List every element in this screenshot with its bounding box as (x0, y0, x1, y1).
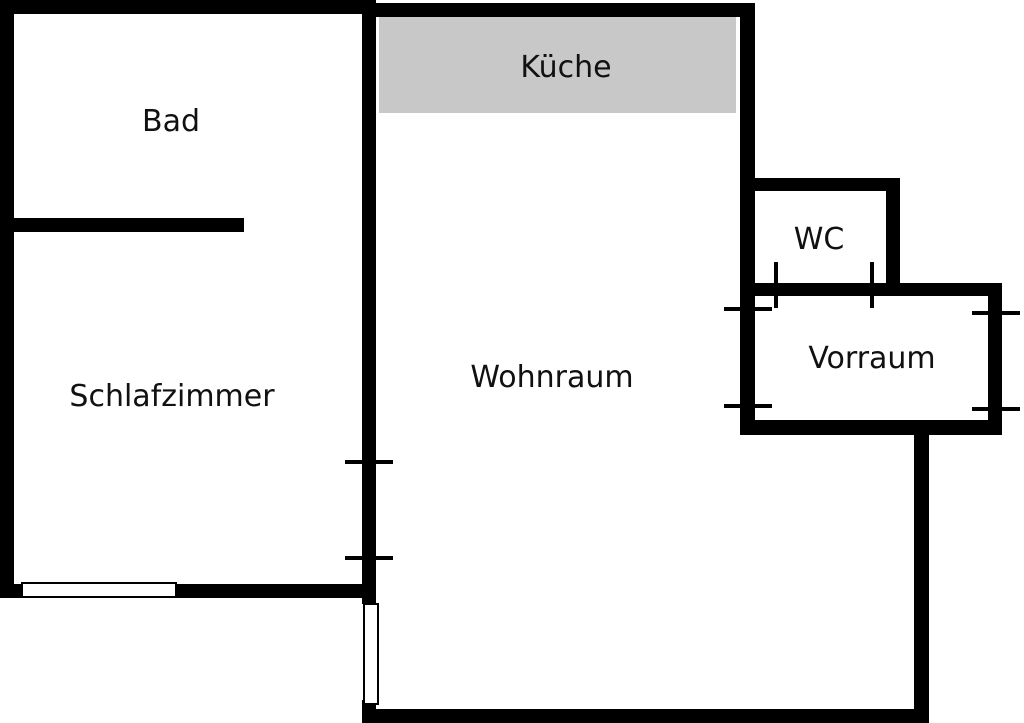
room-label-wohnraum: Wohnraum (470, 360, 633, 395)
window-schlafzimmer (21, 582, 177, 598)
door-mark-wc-left (774, 262, 778, 308)
window-wohnraum (363, 603, 379, 705)
wall-top-left (0, 0, 372, 14)
wall-bad-schlafzimmer (0, 218, 244, 232)
wall-wc-top (740, 178, 900, 191)
kitchen-area (379, 17, 736, 113)
wall-left (0, 0, 14, 596)
door-mark-vorraum-right-bottom (972, 407, 1020, 411)
wall-right-lower (914, 420, 929, 723)
wall-wc-left (740, 178, 755, 288)
wall-vorraum-right (988, 283, 1002, 435)
wall-vorraum-left (740, 283, 755, 435)
door-mark-vorraum-right-top (972, 311, 1020, 315)
room-label-bad: Bad (142, 104, 200, 139)
wall-right-upper (740, 3, 755, 189)
door-mark-schlafzimmer-top (345, 460, 393, 464)
room-label-schlafzimmer: Schlafzimmer (69, 379, 275, 414)
door-mark-vorraum-left-bottom (724, 404, 772, 408)
door-mark-vorraum-left-top (724, 307, 772, 311)
wall-bottom-main (362, 709, 929, 723)
room-label-wc: WC (794, 222, 845, 257)
door-mark-wc-right (870, 262, 874, 308)
wall-wc-right (886, 178, 900, 288)
room-label-vorraum: Vorraum (808, 341, 935, 376)
wall-middle-partition (362, 0, 376, 604)
room-label-kueche: Küche (520, 50, 611, 85)
wall-vorraum-bottom (740, 420, 1002, 435)
door-mark-schlafzimmer-bottom (345, 556, 393, 560)
wall-top-main (362, 3, 755, 17)
